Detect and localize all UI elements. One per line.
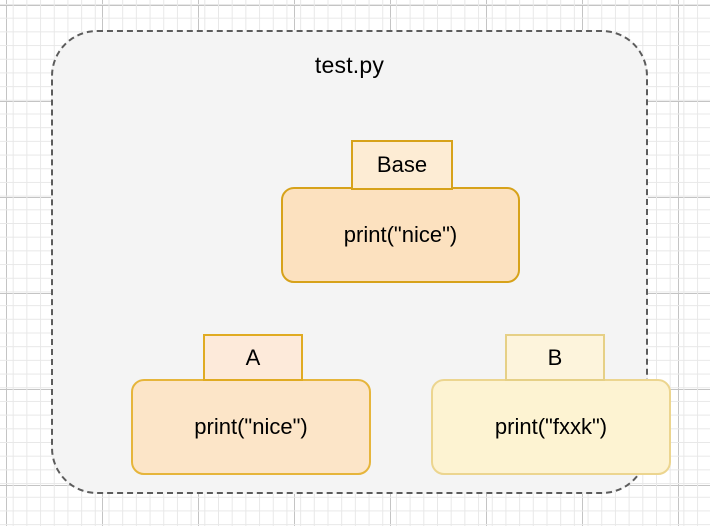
module-title-label: test.py	[314, 52, 385, 78]
class-body-a[interactable]: print("nice")	[131, 379, 371, 475]
module-container-test-py[interactable]: test.py Base print("nice") A print("nice…	[51, 30, 671, 494]
class-tab-base[interactable]: Base	[351, 140, 453, 190]
class-body-b[interactable]: print("fxxk")	[431, 379, 671, 475]
class-body-base[interactable]: print("nice")	[281, 187, 520, 283]
class-tab-a[interactable]: A	[203, 334, 303, 381]
class-tab-b[interactable]: B	[505, 334, 605, 381]
